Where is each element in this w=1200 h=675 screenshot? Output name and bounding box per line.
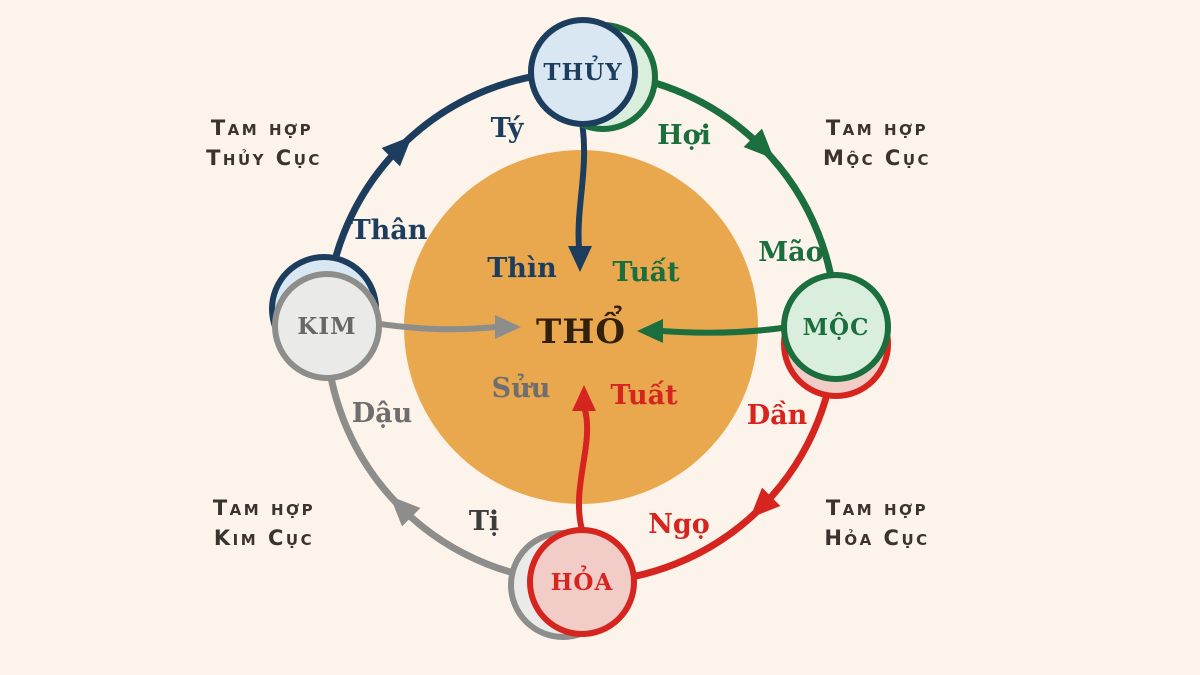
earth-center-circle — [404, 150, 758, 504]
caption-thuy-cuc-line1: Tam hợp — [211, 116, 313, 140]
arrow-kim-to-tho — [377, 321, 499, 333]
zodiac-mao-label: Mão — [758, 237, 823, 268]
arrowhead-kim-to-thuy-icon — [381, 136, 412, 167]
hoa-circle — [527, 527, 637, 637]
hoa-label: HỎA — [551, 566, 614, 596]
moc-circle — [781, 272, 891, 382]
zodiac-thin-label: Thìn — [487, 253, 557, 284]
zodiac-than-label: Thân — [351, 215, 428, 246]
zodiac-hoi-label: Hợi — [657, 120, 711, 151]
arrow-moc-to-tho — [659, 325, 785, 336]
zodiac-tuat-top-label: Tuất — [612, 256, 680, 288]
caption-thuy-cuc-line2: Thủy Cục — [206, 146, 322, 170]
zodiac-dan-label: Dần — [747, 399, 808, 431]
thuy-circle — [528, 17, 638, 127]
element-labels: THỦY MỘC HỎA KIM THỔ — [297, 56, 870, 596]
arrowhead-moc-to-tho-icon — [637, 319, 663, 343]
ring-zodiac-labels: Tý Hợi Mão Dần Ngọ Tị Dậu Thân — [351, 113, 824, 540]
zodiac-ti-label: Tị — [469, 506, 499, 537]
caption-moc-cuc-line2: Mộc Cục — [823, 146, 931, 170]
arrowhead-kim-to-tho-icon — [495, 315, 521, 339]
inner-zodiac-labels: Thìn Tuất Sửu Tuất — [487, 253, 680, 411]
element-nodes — [269, 17, 891, 640]
arrowhead-hoa-to-tho-icon — [572, 385, 596, 411]
kim-label: KIM — [297, 313, 356, 340]
arrowhead-thuy-to-moc-icon — [743, 128, 774, 159]
caption-kim-cuc-line2: Kim Cục — [214, 526, 314, 550]
tho-center-label: THỔ — [536, 305, 626, 352]
caption-hoa-cuc-line2: Hỏa Cục — [824, 526, 929, 550]
kim-circle — [272, 271, 382, 381]
zodiac-tuat-bottom-label: Tuất — [610, 379, 678, 411]
center-arrows — [377, 119, 785, 533]
zodiac-ty-label: Tý — [491, 113, 525, 144]
moc-label: MỘC — [803, 313, 870, 341]
caption-hoa-cuc-line1: Tam hợp — [826, 496, 928, 520]
zodiac-ngo-label: Ngọ — [648, 509, 710, 540]
caption-moc-cuc-line1: Tam hợp — [826, 116, 928, 140]
zodiac-dau-label: Dậu — [352, 398, 413, 429]
arrowhead-hoa-to-kim-icon — [390, 496, 421, 527]
arrow-thuy-to-tho — [575, 119, 588, 251]
zodiac-suu-label: Sửu — [492, 372, 551, 404]
arrowhead-thuy-to-tho-icon — [568, 246, 592, 272]
arrowhead-moc-to-hoa-icon — [750, 487, 781, 518]
corner-captions: Tam hợp Thủy Cục Tam hợp Mộc Cục Tam hợp… — [206, 116, 931, 550]
caption-kim-cuc-line1: Tam hợp — [213, 496, 315, 520]
thuy-label: THỦY — [543, 56, 622, 86]
arrow-hoa-to-tho — [576, 407, 591, 533]
